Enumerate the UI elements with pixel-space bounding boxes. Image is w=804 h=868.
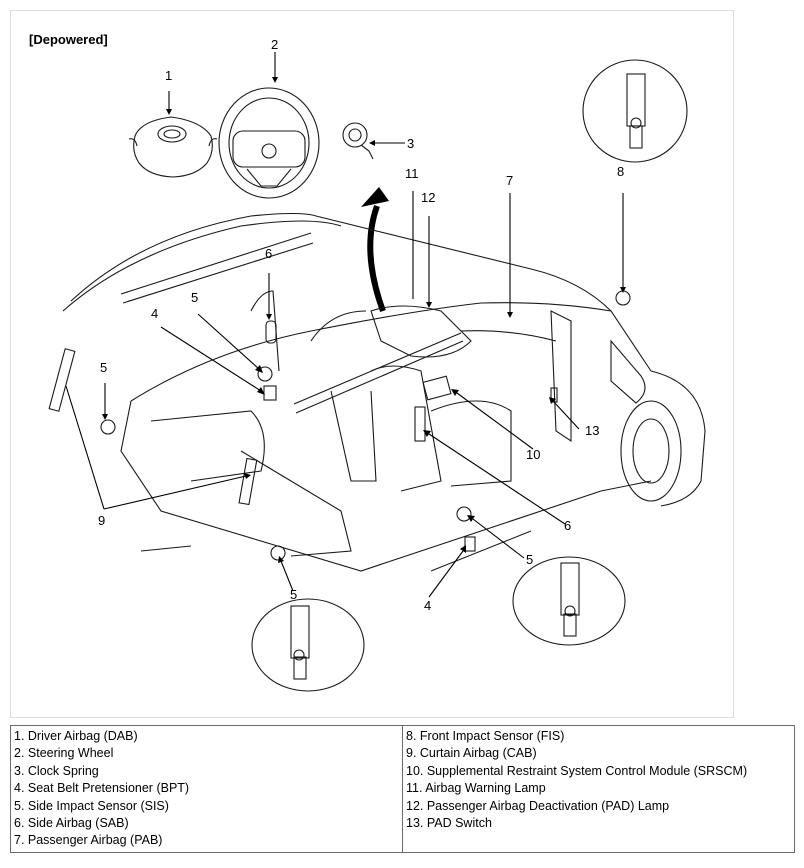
legend-item: 2. Steering Wheel [14, 746, 114, 761]
callout-5c: 5 [526, 552, 534, 567]
legend-item: 11. Airbag Warning Lamp [406, 781, 546, 796]
callout-12: 12 [421, 190, 436, 205]
callout-4b: 4 [424, 598, 432, 613]
legend-item: 8. Front Impact Sensor (FIS) [406, 729, 565, 743]
legend-right-column: 8. Front Impact Sensor (FIS) 9. Curtain … [402, 725, 795, 853]
side-impact-sensor-markers [100, 290, 631, 561]
assembly-arrow [367, 204, 386, 313]
magnifier-sis-right [512, 556, 626, 646]
curtain-airbag-left [48, 232, 314, 412]
legend-item: 3. Clock Spring [14, 763, 99, 778]
legend-row: 1. Driver Airbag (DAB) 2. Steering Wheel… [10, 725, 795, 853]
vehicle-outline [62, 212, 706, 572]
component-parts [263, 320, 558, 552]
callout-5: 5 [191, 290, 199, 305]
callout-5b: 5 [100, 360, 108, 375]
callout-2: 2 [271, 37, 279, 52]
legend-item: 6. Side Airbag (SAB) [14, 816, 129, 831]
callout-6: 6 [265, 246, 273, 261]
callout-8: 8 [617, 164, 625, 179]
callout-9: 9 [98, 513, 106, 528]
curtain-airbag-right [238, 332, 464, 506]
airbag-system-diagram: [Depowered] 1 2 3 4 4 5 5 5 5 6 6 7 8 9 … [10, 10, 734, 718]
legend-item: 4. Seat Belt Pretensioner (BPT) [14, 781, 190, 796]
callout-4: 4 [151, 306, 159, 321]
driver-airbag-part [128, 116, 218, 178]
diagram-drawing [48, 52, 706, 692]
state-label: [Depowered] [29, 32, 108, 47]
callout-6b: 6 [564, 518, 572, 533]
magnifier-fis [582, 59, 688, 163]
legend-table: 1. Driver Airbag (DAB) 2. Steering Wheel… [10, 725, 795, 853]
callout-5d: 5 [290, 587, 298, 602]
legend-left-column: 1. Driver Airbag (DAB) 2. Steering Wheel… [10, 725, 403, 853]
legend-item: 9. Curtain Airbag (CAB) [406, 746, 537, 761]
callout-3: 3 [407, 136, 415, 151]
callout-11: 11 [405, 166, 419, 181]
legend-item: 1. Driver Airbag (DAB) [14, 729, 138, 743]
legend-item: 10. Supplemental Restraint System Contro… [406, 763, 748, 778]
callout-10: 10 [526, 447, 541, 462]
legend-item: 5. Side Impact Sensor (SIS) [14, 798, 169, 813]
legend-item: 12. Passenger Airbag Deactivation (PAD) … [406, 798, 670, 813]
legend-item: 7. Passenger Airbag (PAB) [14, 833, 163, 848]
magnifier-sis-bottom [251, 598, 365, 692]
callout-7: 7 [506, 173, 514, 188]
callout-leaders-car [65, 191, 626, 598]
callout-1: 1 [165, 68, 173, 83]
clock-spring-part [342, 122, 374, 160]
callout-13: 13 [585, 423, 600, 438]
legend-item: 13. PAD Switch [406, 816, 492, 831]
callout-leaders-top [166, 52, 405, 146]
assembly-arrow-head [361, 187, 389, 207]
steering-wheel-part [218, 87, 320, 199]
